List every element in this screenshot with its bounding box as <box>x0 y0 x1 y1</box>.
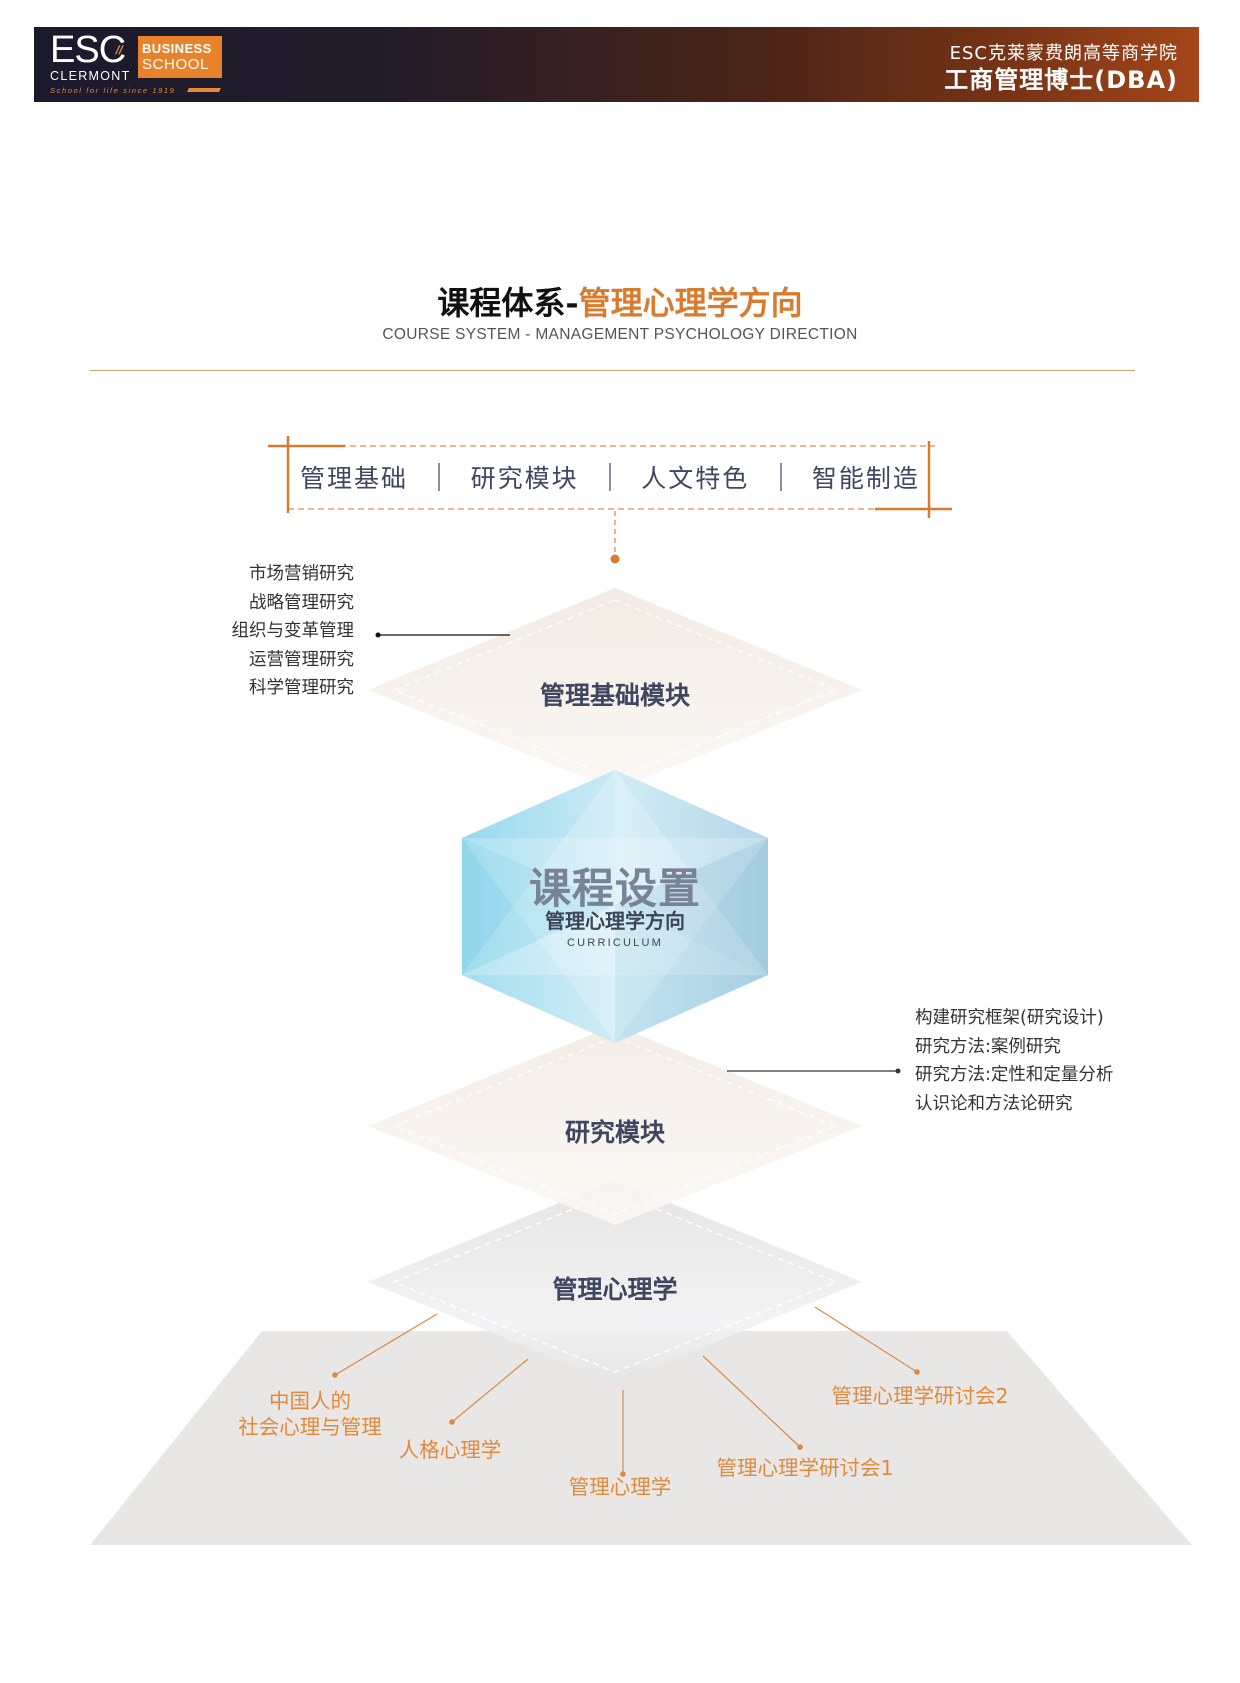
research-diamond <box>368 1025 862 1225</box>
course-connectors <box>332 1306 920 1477</box>
research-module-label: 研究模块 <box>564 1118 665 1147</box>
foundation-module-label: 管理基础模块 <box>539 681 690 710</box>
tab-management-foundation: 管理基础 <box>300 464 409 493</box>
list-item: 战略管理研究 <box>249 592 354 613</box>
header-bar <box>34 27 1199 102</box>
category-tabs: 管理基础 研究模块 人文特色 智能制造 <box>300 452 920 502</box>
page-subtitle: COURSE SYSTEM - MANAGEMENT PSYCHOLOGY DI… <box>382 326 858 343</box>
course-chinese-social-psychology: 中国人的 社会心理与管理 <box>210 1388 410 1440</box>
logo-business-school-badge: BUSINESS SCHOOL <box>138 36 222 78</box>
list-item: 研究方法:定性和定量分析 <box>915 1065 1114 1085</box>
page-title: 课程体系-管理心理学方向 <box>0 278 1240 324</box>
foundation-course-list: 市场营销研究 战略管理研究 组织与变革管理 运营管理研究 科学管理研究 <box>232 560 355 703</box>
curriculum-title: 课程设置 <box>528 864 701 913</box>
logo-tagline: School for life since 1919 <box>50 86 176 95</box>
connector-dot-icon <box>610 554 620 564</box>
tab-research-module: 研究模块 <box>470 464 579 493</box>
research-course-list: 构建研究框架(研究设计) 研究方法:案例研究 研究方法:定性和定量分析 认识论和… <box>915 1004 1113 1118</box>
list-item: 组织与变革管理 <box>231 621 355 641</box>
course-seminar-2: 管理心理学研讨会2 <box>831 1384 1009 1408</box>
list-item: 科学管理研究 <box>249 678 354 698</box>
specialty-diamond <box>368 1180 862 1383</box>
tab-separator <box>608 463 611 491</box>
specialty-module-label: 管理心理学 <box>552 1275 678 1304</box>
research-connector <box>727 1068 901 1074</box>
course-personality-psychology: 人格心理学 <box>398 1438 502 1462</box>
tab-separator <box>438 463 441 491</box>
foundation-connector <box>375 632 510 638</box>
course-management-psychology: 管理心理学 <box>568 1475 672 1499</box>
list-item: 构建研究框架(研究设计) <box>915 1008 1104 1028</box>
curriculum-hexagon <box>462 770 768 1043</box>
tab-smart-manufacturing: 智能制造 <box>811 464 920 493</box>
list-item: 认识论和方法论研究 <box>915 1093 1073 1114</box>
tab-humanities: 人文特色 <box>641 464 750 493</box>
curriculum-subtitle: 管理心理学方向 <box>545 909 685 933</box>
course-label-line2: 社会心理与管理 <box>238 1415 382 1439</box>
page-title-black: 课程体系- <box>437 284 579 322</box>
page-title-orange: 管理心理学方向 <box>578 284 803 322</box>
logo-clermont-text: CLERMONT <box>50 69 131 83</box>
course-seminar-1: 管理心理学研讨会1 <box>716 1456 894 1480</box>
program-name: 工商管理博士(DBA) <box>944 66 1178 94</box>
list-item: 研究方法:案例研究 <box>915 1036 1061 1057</box>
school-name: ESC克莱蒙费朗高等商学院 <box>949 43 1178 64</box>
title-divider <box>90 370 1135 371</box>
platform-trapezoid <box>90 1331 1192 1545</box>
logo-box-line2: SCHOOL <box>142 56 209 73</box>
curriculum-english: CURRICULUM <box>567 937 663 949</box>
logo-esc-text: ESC <box>50 29 126 71</box>
list-item: 市场营销研究 <box>249 564 354 584</box>
list-item: 运营管理研究 <box>249 649 354 670</box>
logo-box-line1: BUSINESS <box>142 41 212 56</box>
course-label-line1: 中国人的 <box>269 1389 351 1413</box>
tabs-frame <box>268 436 952 564</box>
tab-separator <box>779 463 782 491</box>
